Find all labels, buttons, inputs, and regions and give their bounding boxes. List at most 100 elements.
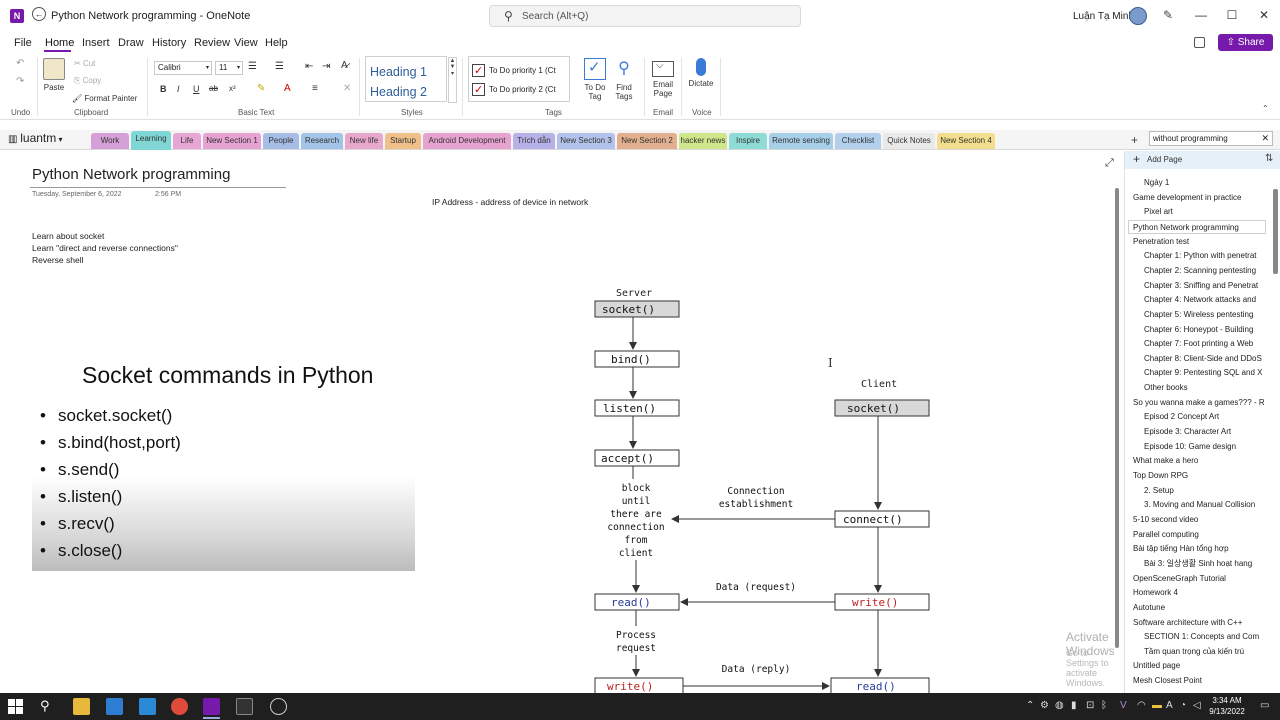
terminal-icon[interactable] [236, 698, 253, 715]
minimize-button[interactable]: — [1195, 8, 1207, 22]
page-list-item[interactable]: Chapter 3: Sniffing and Penetrat [1144, 280, 1259, 290]
tray-wifi-icon[interactable]: ◔ [1180, 700, 1187, 711]
section-tab[interactable]: Quick Notes [883, 133, 935, 149]
font-size-select[interactable]: 11▾ [215, 61, 243, 75]
tags-gallery[interactable]: To Do priority 1 (Ct To Do priority 2 (C… [468, 56, 570, 102]
mail-icon[interactable] [106, 698, 123, 715]
clock-app-icon[interactable] [270, 698, 287, 715]
tray-folder-icon[interactable]: ▬ [1152, 700, 1162, 711]
page-list-item[interactable]: Python Network programming [1128, 219, 1266, 234]
notebook-icon[interactable] [1194, 37, 1205, 48]
page-list-scrollbar[interactable] [1273, 189, 1278, 274]
tag-todo-priority-1[interactable]: To Do priority 1 (Ct [472, 62, 556, 80]
page-list-item[interactable]: What make a hero [1133, 456, 1199, 466]
note-line[interactable]: Learn "direct and reverse connections" [32, 243, 178, 253]
page-list-item[interactable]: Homework 4 [1133, 588, 1178, 598]
todo-tag-button[interactable]: ✓ To Do Tag [582, 58, 608, 101]
page-list-item[interactable]: Mesh Closest Point [1133, 676, 1202, 686]
bullets-icon[interactable]: ☰ [248, 61, 257, 72]
strikethrough-button[interactable]: ab [209, 84, 218, 93]
section-tab[interactable]: Remote sensing [769, 133, 833, 149]
page-list-item[interactable]: Chapter 7: Foot printing a Web [1144, 339, 1254, 349]
styles-scroll[interactable]: ▲▼▾ [448, 57, 457, 103]
page-list-item[interactable]: Chapter 2: Scanning pentesting [1144, 265, 1257, 275]
section-tab[interactable]: Inspire [729, 133, 767, 149]
page-list-item[interactable]: Episod 2 Concept Art [1144, 412, 1220, 422]
delete-icon[interactable]: ✕ [343, 83, 352, 94]
windows-start-icon[interactable] [8, 699, 23, 714]
page-list-item[interactable]: Chapter 8: Client-Side and DDoS [1144, 353, 1262, 363]
page-list-item[interactable]: 3. Moving and Manual Collision [1144, 500, 1256, 510]
tray-app-icon[interactable]: ⊡ [1086, 700, 1095, 711]
notification-icon[interactable]: ▭ [1260, 700, 1270, 711]
section-tab[interactable]: Android Development [423, 133, 511, 149]
align-icon[interactable]: ≡ [312, 83, 318, 94]
section-tab[interactable]: Work [91, 133, 129, 149]
tray-gear-icon[interactable]: ⚙ [1040, 700, 1049, 711]
page-list-item[interactable]: Top Down RPG [1133, 471, 1189, 480]
page-list-item[interactable]: Autotune [1133, 602, 1166, 612]
menu-file[interactable]: File [14, 37, 32, 49]
section-tab[interactable]: hacker news [679, 133, 727, 149]
note-line[interactable]: Learn about socket [32, 231, 105, 241]
paste-button[interactable]: Paste [42, 58, 66, 92]
menu-history[interactable]: History [152, 37, 187, 49]
section-tab[interactable]: Life [173, 133, 201, 149]
font-color-icon[interactable]: A [284, 83, 291, 94]
dictate-button[interactable]: Dictate [686, 58, 716, 88]
cut-button[interactable]: ✂ Cut [74, 59, 96, 68]
menu-draw[interactable]: Draw [118, 37, 144, 49]
page-list-item[interactable]: Ngày 1 [1144, 178, 1170, 187]
clear-formatting-icon[interactable]: A̷ [341, 60, 348, 71]
format-painter-button[interactable]: 🖌 Format Painter [72, 94, 138, 103]
tray-chevron-icon[interactable]: ⌃ [1026, 700, 1035, 711]
page-list-item[interactable]: Parallel computing [1133, 529, 1199, 539]
maximize-button[interactable]: ☐ [1226, 8, 1238, 22]
page-list-item[interactable]: Chapter 4: Network attacks and [1144, 295, 1257, 305]
share-button[interactable]: ⇧ Share [1218, 34, 1273, 51]
socket-flow-diagram[interactable]: Server socket() bind() listen() accept()… [560, 276, 960, 693]
ip-address-note[interactable]: IP Address - address of device in networ… [432, 197, 589, 207]
section-tab[interactable]: New Section 4 [937, 133, 995, 149]
italic-button[interactable]: I [177, 84, 180, 94]
page-list-item[interactable]: 2. Setup [1144, 485, 1174, 495]
page-title[interactable]: Python Network programming [32, 166, 231, 183]
section-tab[interactable]: New Section 3 [557, 133, 615, 149]
page-list-item[interactable]: So you wanna make a games??? - R [1133, 397, 1265, 407]
section-tab[interactable]: Checklist [835, 133, 881, 149]
tray-battery-icon[interactable]: ▮ [1071, 700, 1077, 711]
page-list-item[interactable]: Bài tập tiếng Hàn tổng hợp [1133, 544, 1229, 554]
section-tab[interactable]: Learning [131, 131, 171, 150]
section-tab[interactable]: Startup [385, 133, 421, 149]
page-list-item[interactable]: 5-10 second video [1133, 514, 1199, 524]
canvas-scrollbar-thumb[interactable] [1115, 188, 1119, 648]
indent-icon[interactable]: ⇥ [322, 61, 331, 72]
page-search-input[interactable]: without programming ✕ [1149, 131, 1273, 146]
page-list-item[interactable]: Episode 3: Character Art [1144, 427, 1232, 437]
page-list-item[interactable]: Software architecture with C++ [1133, 617, 1243, 627]
highlight-icon[interactable]: ✎ [257, 83, 266, 94]
page-list-item[interactable]: Episode 10: Game design [1144, 441, 1237, 451]
page-list-item[interactable]: Chapter 1: Python with penetrat [1144, 251, 1257, 261]
copy-button[interactable]: ⎘ Copy [74, 76, 102, 85]
avatar[interactable] [1129, 7, 1147, 25]
page-list-item[interactable]: OpenSceneGraph Tutorial [1133, 573, 1226, 583]
page-list-item[interactable]: SECTION 1: Concepts and Com [1144, 632, 1260, 642]
page-list-item[interactable]: Bài 3: 일상생활 Sinh hoạt hang [1144, 558, 1253, 568]
search-box[interactable]: ⚲ Search (Alt+Q) [489, 5, 801, 27]
redo-icon[interactable]: ↷ [16, 76, 25, 87]
vscode-icon[interactable] [139, 698, 156, 715]
add-page-button[interactable]: + Add Page ⇅ [1125, 151, 1280, 169]
taskbar-clock[interactable]: 3:34 AM 9/13/2022 [1204, 695, 1250, 717]
underline-button[interactable]: U [193, 84, 200, 94]
note-line[interactable]: Reverse shell [32, 255, 84, 265]
superscript-button[interactable]: x² [229, 84, 236, 93]
add-section-button[interactable]: + [1131, 133, 1139, 147]
section-tab[interactable]: New life [345, 133, 383, 149]
font-name-select[interactable]: Calibri▾ [154, 61, 212, 75]
sort-icon[interactable]: ⇅ [1265, 153, 1274, 164]
file-explorer-icon[interactable] [73, 698, 90, 715]
tray-volume-icon[interactable]: ◁ [1193, 700, 1201, 711]
page-list-item[interactable]: Pixel art [1144, 207, 1173, 217]
clear-search-icon[interactable]: ✕ [1261, 133, 1269, 143]
